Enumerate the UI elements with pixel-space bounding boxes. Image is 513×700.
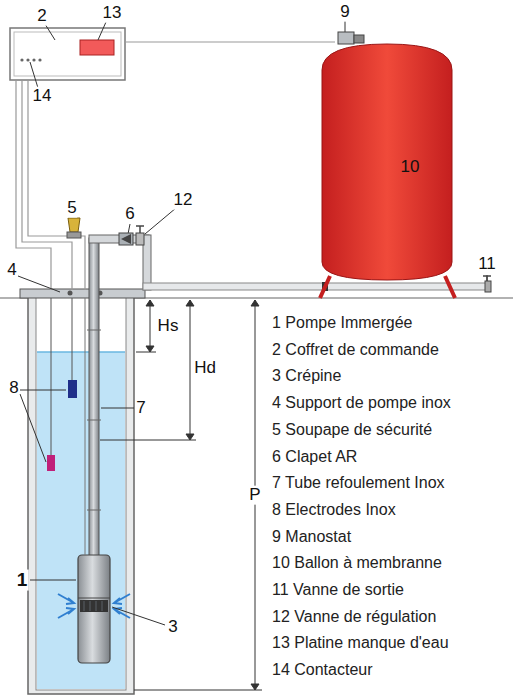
- legend-line: 10 Ballon à membranne: [272, 554, 442, 572]
- callout-number: 7: [135, 399, 146, 418]
- legend-line: 8 Electrodes Inox: [272, 501, 396, 519]
- legend-line: 7 Tube refoulement Inox: [272, 474, 445, 492]
- callout-number: 9: [339, 3, 350, 22]
- callout-number: 3: [167, 618, 178, 637]
- callout-number: 14: [32, 87, 53, 106]
- callout-number: 10: [401, 157, 420, 177]
- callout-number: 6: [124, 205, 135, 224]
- dimension-label: P: [248, 486, 261, 505]
- callout-number: 2: [36, 7, 47, 26]
- dimension-label: Hd: [193, 359, 217, 378]
- legend-line: 6 Clapet AR: [272, 448, 357, 466]
- legend-line: 1 Pompe Immergée: [272, 314, 413, 332]
- callout-number: 1: [16, 570, 29, 591]
- legend-line: 11 Vanne de sortie: [272, 581, 404, 599]
- membrane-tank: 10: [322, 44, 452, 280]
- legend-line: 14 Contacteur: [272, 661, 373, 679]
- legend-line: 2 Coffret de commande: [272, 341, 439, 359]
- legend-line: 5 Soupape de sécurité: [272, 421, 432, 439]
- legend-line: 13 Platine manque d'eau: [272, 634, 449, 652]
- callout-number: 8: [8, 379, 19, 398]
- legend-line: 4 Support de pompe inox: [272, 394, 451, 412]
- callout-number: 12: [173, 191, 194, 210]
- callout-number: 13: [102, 4, 123, 23]
- legend-line: 12 Vanne de régulation: [272, 608, 436, 626]
- dimension-label: Hs: [157, 317, 180, 336]
- callout-number: 5: [66, 199, 77, 218]
- callout-number: 4: [6, 261, 17, 280]
- legend-line: 9 Manostat: [272, 528, 351, 546]
- legend-line: 3 Crépine: [272, 367, 341, 385]
- callout-number: 11: [477, 255, 497, 274]
